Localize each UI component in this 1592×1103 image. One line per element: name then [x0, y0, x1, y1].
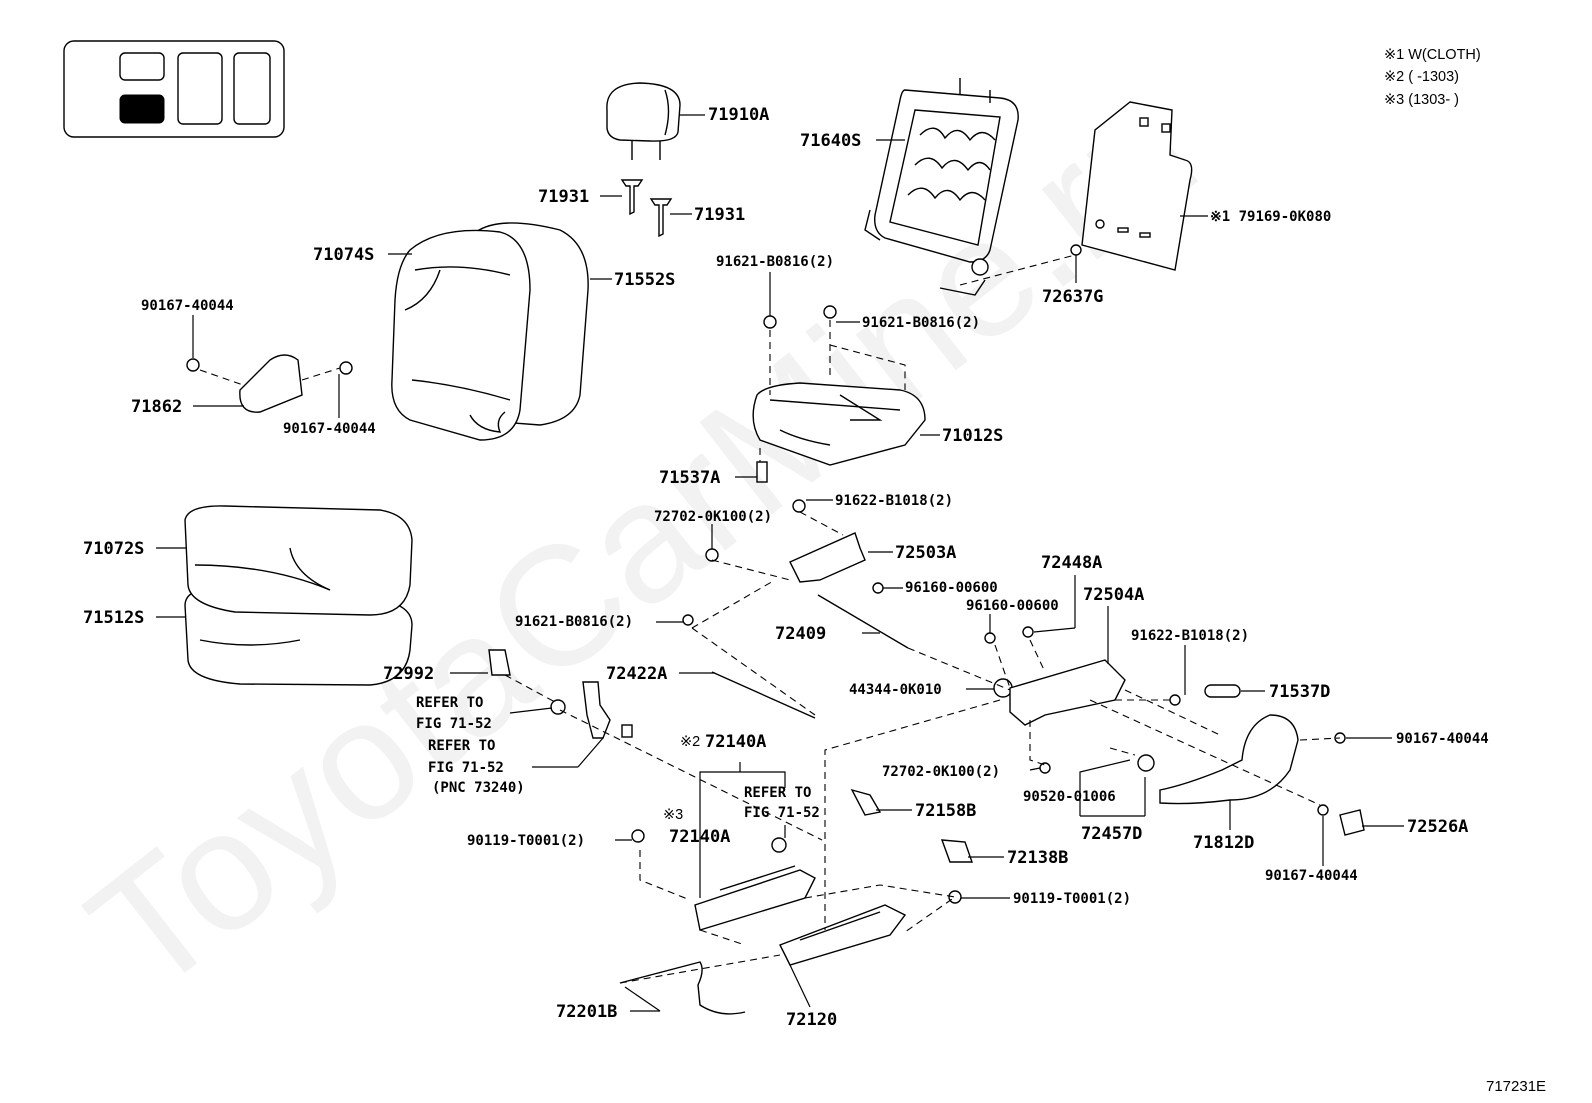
label-44344-0K010: 44344-0K010: [849, 682, 942, 698]
label-72409: 72409: [775, 624, 826, 644]
notes-legend: ※1 W(CLOTH) ※2 ( -1303) ※3 (1303- ): [1384, 47, 1481, 108]
label-91622-B1018-b: 91622-B1018(2): [1131, 628, 1249, 644]
label-72120: 72120: [786, 1010, 837, 1030]
label-72138B: 72138B: [1007, 848, 1068, 868]
label-72503A: 72503A: [895, 543, 956, 563]
assembly-lines: [199, 254, 1341, 984]
label-71812D: 71812D: [1193, 833, 1254, 853]
seat-back-drawing: [391, 222, 589, 441]
label-refer-to-1: REFER TO: [416, 695, 483, 711]
leader-lines: [156, 114, 1404, 1012]
note-2: ※2 ( -1303): [1384, 69, 1459, 85]
label-71862: 71862: [131, 397, 182, 417]
label-71910A: 71910A: [708, 105, 769, 125]
label-refer-to-3: REFER TO: [744, 785, 811, 801]
label-71072S: 71072S: [83, 539, 144, 559]
label-72448A: 72448A: [1041, 553, 1102, 573]
label-91621-B0816-b: 91621-B0816(2): [862, 315, 980, 331]
figure-code: 717231E: [1486, 1078, 1546, 1095]
seat-back-board-drawing: [1081, 101, 1193, 271]
label-71537D: 71537D: [1269, 682, 1330, 702]
seat-cushion-frame-drawing: [752, 382, 926, 466]
note-1: ※1 W(CLOTH): [1384, 47, 1481, 63]
recliner-mechanism-drawing: [711, 532, 1299, 805]
label-72526A: 72526A: [1407, 817, 1468, 837]
seat-cushion-drawing: [184, 505, 413, 686]
label-pnc-73240: (PNC 73240): [432, 780, 525, 796]
label-note-3: ※3: [663, 807, 683, 823]
label-91621-B0816-a: 91621-B0816(2): [716, 254, 834, 270]
label-71512S: 71512S: [83, 608, 144, 628]
label-96160-00600-a: 96160-00600: [905, 580, 998, 596]
note-3: ※3 (1303- ): [1384, 92, 1459, 108]
label-72702-0K100-a: 72702-0K100(2): [654, 509, 772, 525]
label-72504A: 72504A: [1083, 585, 1144, 605]
seat-position-icon: [63, 40, 285, 138]
label-refer-to-2: REFER TO: [428, 738, 495, 754]
headrest-drawing: [606, 82, 681, 238]
label-72992: 72992: [383, 664, 434, 684]
label-90119-T0001-b: 90119-T0001(2): [1013, 891, 1131, 907]
label-71931-a: 71931: [538, 187, 589, 207]
label-90520-01006: 90520-01006: [1023, 789, 1116, 805]
label-90167-40044-c: 90167-40044: [1396, 731, 1489, 747]
label-fig-71-52-1: FIG 71-52: [416, 716, 492, 732]
label-72457D: 72457D: [1081, 824, 1142, 844]
label-71640S: 71640S: [800, 131, 861, 151]
label-71074S: 71074S: [313, 245, 374, 265]
label-91622-B1018-a: 91622-B1018(2): [835, 493, 953, 509]
label-96160-00600-b: 96160-00600: [966, 598, 1059, 614]
label-71012S: 71012S: [942, 426, 1003, 446]
label-72702-0K100-b: 72702-0K100(2): [882, 764, 1000, 780]
small-parts-drawing: [186, 244, 1365, 904]
label-fig-71-52-3: FIG 71-52: [744, 805, 820, 821]
label-91621-B0816-c: 91621-B0816(2): [515, 614, 633, 630]
seat-back-frame-drawing: [864, 78, 1019, 296]
label-71537A: 71537A: [659, 468, 720, 488]
label-72201B: 72201B: [556, 1002, 617, 1022]
label-71552S: 71552S: [614, 270, 675, 290]
label-90167-40044-b: 90167-40044: [283, 421, 376, 437]
label-72422A: 72422A: [606, 664, 667, 684]
label-90167-40044-d: 90167-40044: [1265, 868, 1358, 884]
label-fig-71-52-2: FIG 71-52: [428, 760, 504, 776]
seat-track-drawing: [619, 865, 907, 1015]
label-71931-b: 71931: [694, 205, 745, 225]
label-72140A-bottom: 72140A: [669, 827, 730, 847]
label-72637G: 72637G: [1042, 287, 1103, 307]
label-note-2: ※2: [680, 734, 700, 750]
label-90167-40044-a: 90167-40044: [141, 298, 234, 314]
label-79169-0K080: ※1 79169-0K080: [1210, 209, 1331, 225]
part-labels: 71910A 71931 71931 71074S 71552S 71640S …: [83, 105, 1489, 1030]
label-90119-T0001-a: 90119-T0001(2): [467, 833, 585, 849]
label-72140A-top: 72140A: [705, 732, 766, 752]
label-72158B: 72158B: [915, 801, 976, 821]
